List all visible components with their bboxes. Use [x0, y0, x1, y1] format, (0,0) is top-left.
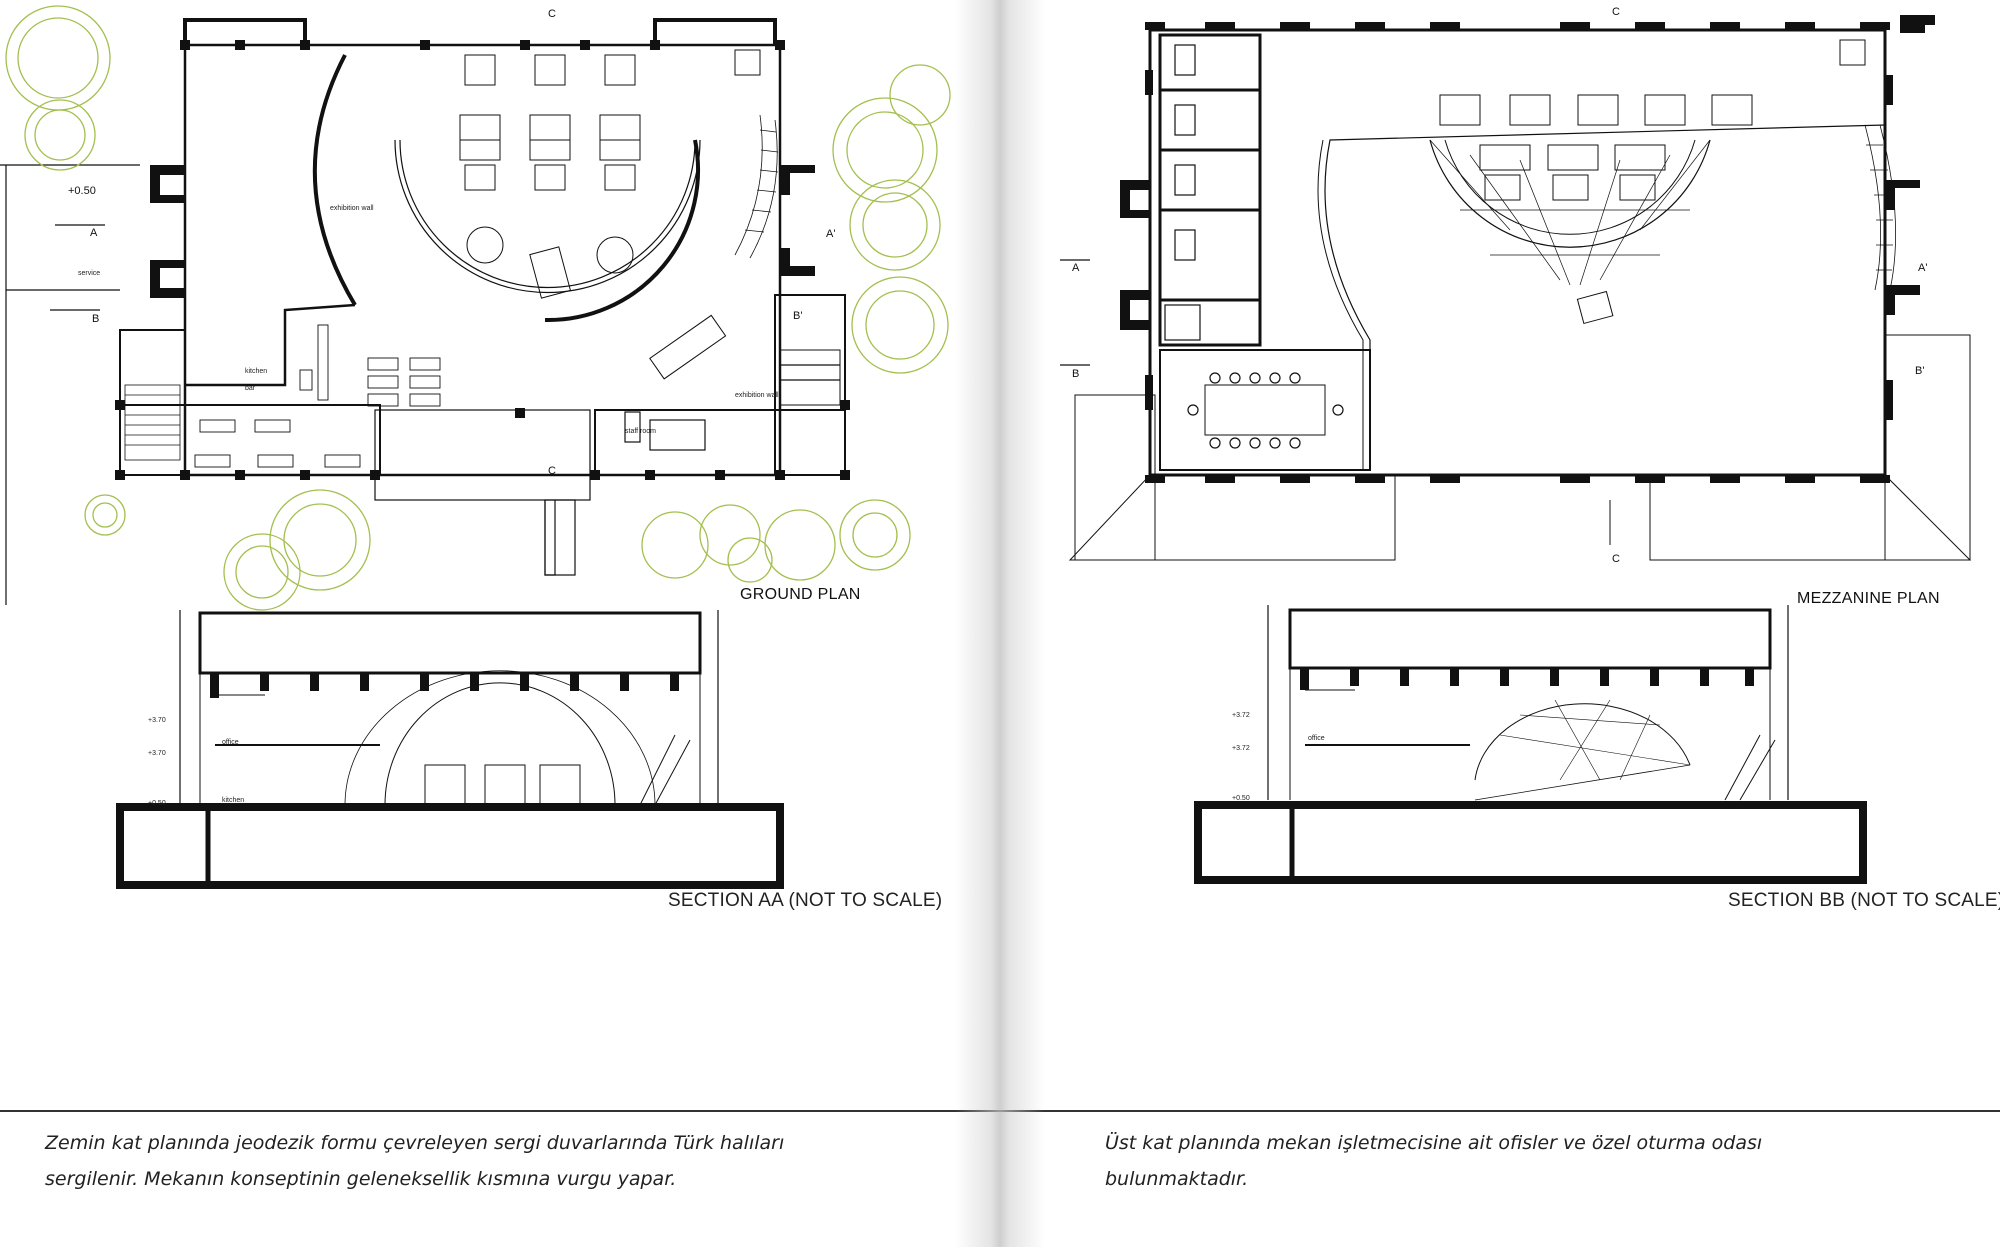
section-aa-title: SECTION AA (NOT TO SCALE)	[668, 890, 943, 911]
kitchen-label: kitchen	[245, 368, 268, 375]
section-level-1: +3.72	[1232, 712, 1250, 719]
section-b-marker: B	[1072, 368, 1080, 380]
section-c-top-marker: C	[1612, 6, 1620, 18]
level-tag: +0.50	[68, 185, 96, 197]
section-bb-title: SECTION BB (NOT TO SCALE)	[1728, 890, 2000, 911]
mezzanine-plan-title: MEZZANINE PLAN	[1797, 590, 1940, 607]
section-b-marker: B	[92, 313, 100, 325]
section-a-marker: A	[1072, 262, 1080, 274]
mezzanine-plan-caption: Üst kat planında mekan işletmecisine ait…	[1105, 1132, 1763, 1190]
section-level-2: +3.72	[1232, 745, 1250, 752]
section-level-1: +3.70	[148, 717, 166, 724]
tree-icon	[5, 5, 951, 611]
ground-plan-drawing	[0, 5, 951, 889]
service-label: service	[78, 270, 101, 277]
staff-room-label: staff room	[625, 428, 656, 435]
right-page: A B A' B' C C +3.72 +3.72 +0.50 office M…	[1000, 0, 2000, 1247]
section-c-bottom-marker: C	[548, 465, 556, 477]
left-page: +0.50 A B A' B' C C service exhibition w…	[0, 5, 1000, 1190]
section-aa-drawing	[116, 610, 784, 889]
section-office-label: office	[1308, 735, 1325, 742]
mezzanine-plan-drawing	[1060, 15, 1972, 884]
section-a-prime-marker: A'	[1918, 262, 1928, 274]
section-a-marker: A	[90, 227, 98, 239]
caption-divider	[0, 1110, 1000, 1112]
exhibition-wall-label: exhibition wall	[330, 205, 374, 212]
section-kitchen-label: kitchen	[222, 797, 245, 804]
ground-plan-title: GROUND PLAN	[740, 586, 861, 603]
section-level-2: +3.70	[148, 750, 166, 757]
bar-label: bar	[245, 385, 256, 392]
section-office-label: office	[222, 739, 239, 746]
exhibition-wall-2-label: exhibition wall	[735, 392, 779, 399]
section-level-3: +0.50	[1232, 795, 1250, 802]
ground-plan-caption: Zemin kat planında jeodezik formu çevrel…	[45, 1132, 785, 1190]
section-b-prime-marker: B'	[793, 310, 803, 322]
caption-divider	[1000, 1110, 2000, 1112]
section-level-3: +0.50	[148, 800, 166, 807]
section-b-prime-marker: B'	[1915, 365, 1925, 377]
section-c-top-marker: C	[548, 8, 556, 20]
section-c-bottom-marker: C	[1612, 553, 1620, 565]
section-bb-drawing	[1194, 605, 1867, 884]
section-a-prime-marker: A'	[826, 228, 836, 240]
